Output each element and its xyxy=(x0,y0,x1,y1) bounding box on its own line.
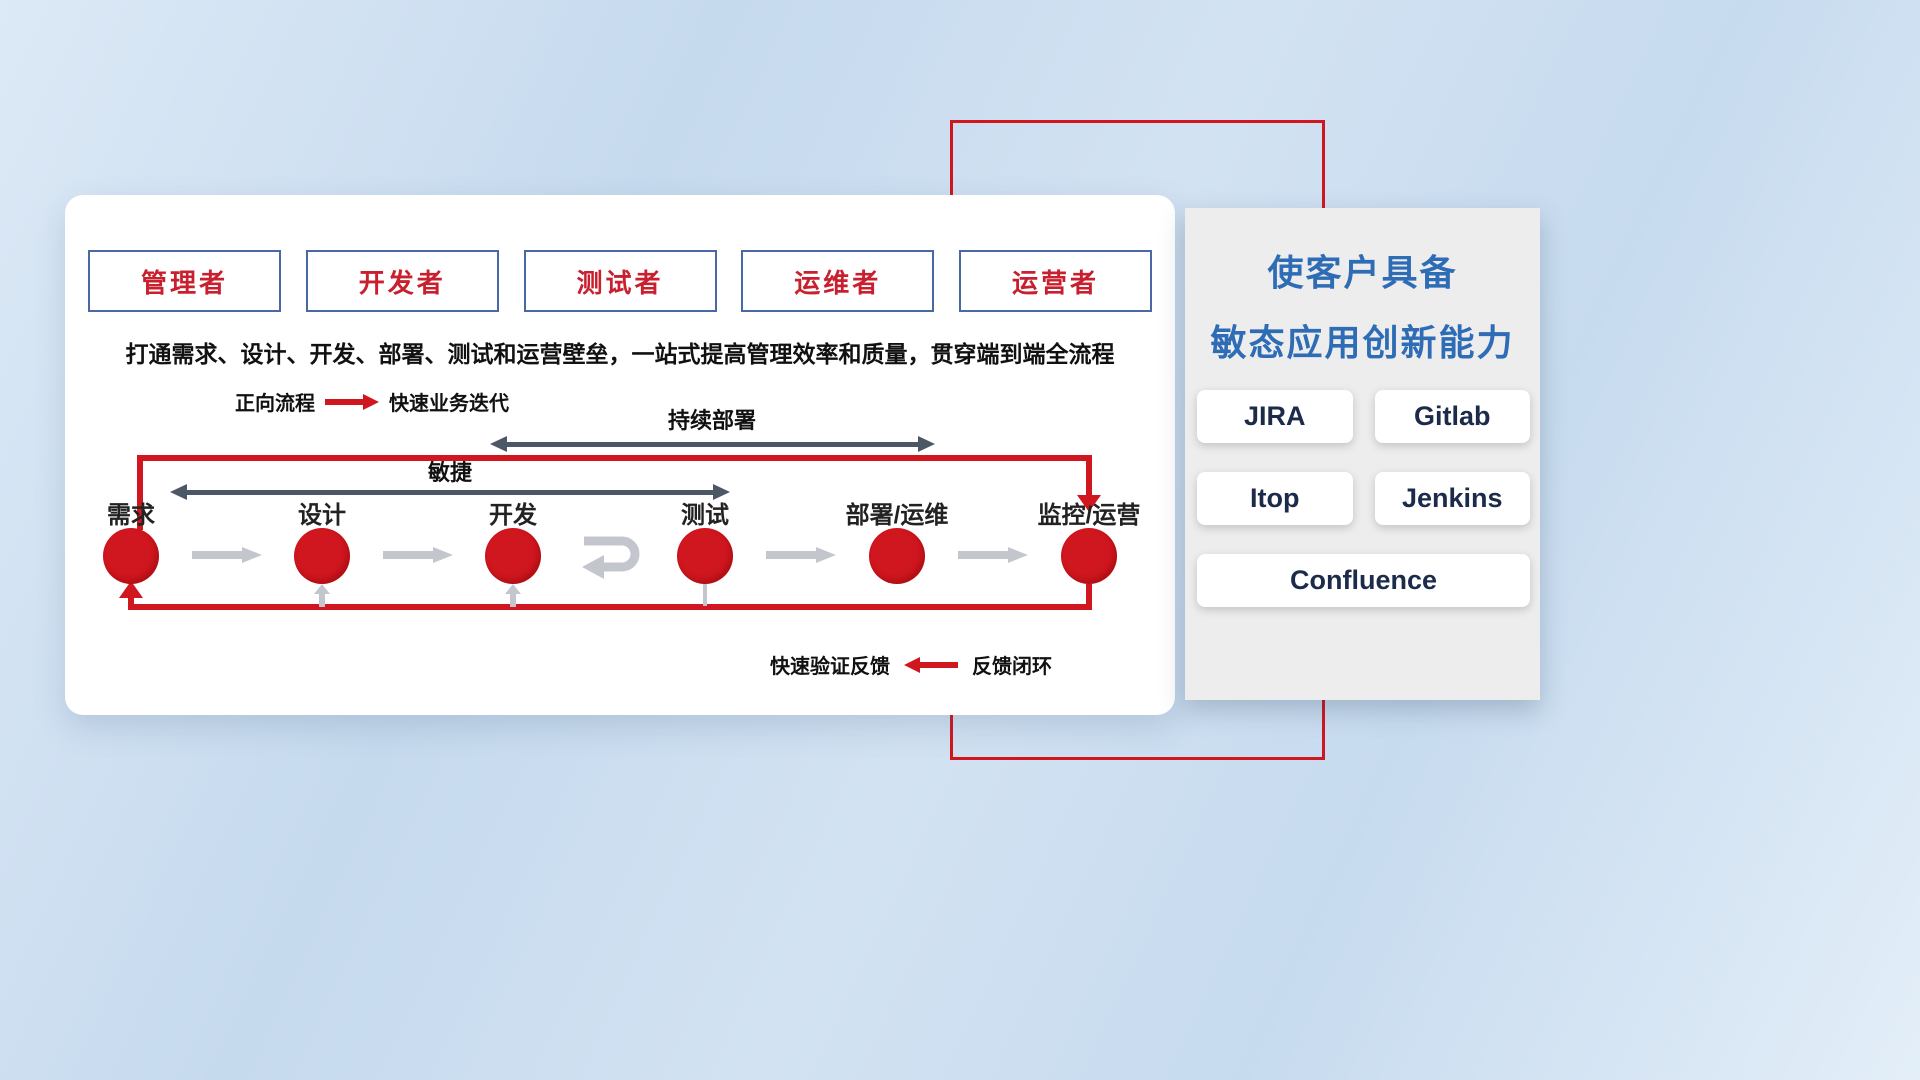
card-description: 打通需求、设计、开发、部署、测试和运营壁垒，一站式提高管理效率和质量，贯穿端到端… xyxy=(125,341,1115,367)
role-box-ops: 运维者 xyxy=(741,250,935,312)
stage-label-develop: 开发 xyxy=(489,502,537,529)
feedback-legend: 快速验证反馈 反馈闭环 xyxy=(770,650,1052,679)
role-box-manager: 管理者 xyxy=(88,250,281,312)
role-box-tester: 测试者 xyxy=(523,250,717,312)
panel-title-line2: 敏态应用创新能力 xyxy=(1210,322,1515,363)
tool-jenkins: Jenkins xyxy=(1374,472,1530,525)
flow-arrow-icon xyxy=(958,547,1028,563)
forward-legend-text: 快速业务迭代 xyxy=(389,393,509,415)
flow-arrow-icon xyxy=(192,547,262,563)
continuous-deploy-label: 持续部署 xyxy=(667,408,757,433)
stage-label-requirements: 需求 xyxy=(107,502,155,529)
agile-label: 敏捷 xyxy=(427,460,473,485)
workflow-card: 管理者 开发者 测试者 运维者 运营者 打通需求、设计、开发、部署、测试和运营壁… xyxy=(65,195,1175,715)
forward-loop-line-right xyxy=(1086,455,1092,497)
role-label: 测试者 xyxy=(576,267,664,298)
stage-label-design: 设计 xyxy=(298,502,346,529)
role-box-developer: 开发者 xyxy=(305,250,499,312)
feedback-loop-line-right xyxy=(1086,584,1092,610)
role-label: 运维者 xyxy=(794,267,882,298)
role-box-row: 管理者 开发者 测试者 运维者 运营者 xyxy=(88,250,1152,312)
agile-arrow-icon xyxy=(170,483,730,501)
arrow-bar xyxy=(183,490,717,495)
stage-label-test: 测试 xyxy=(681,502,729,529)
tool-jira: JIRA xyxy=(1197,390,1353,443)
stage-node-design xyxy=(294,528,350,584)
iteration-uturn-arrow-icon xyxy=(582,536,640,579)
tool-gitlab: Gitlab xyxy=(1374,390,1530,443)
role-label: 管理者 xyxy=(140,267,228,298)
feedback-up-arrow-icon xyxy=(505,584,521,607)
forward-legend-label: 正向流程 xyxy=(235,393,315,415)
feedback-legend-label: 快速验证反馈 xyxy=(770,656,890,678)
role-box-operator: 运营者 xyxy=(959,250,1152,312)
feedback-up-arrow-icon xyxy=(314,584,330,607)
capability-panel: 使客户具备 敏态应用创新能力 JIRA Gitlab Itop Jenkins … xyxy=(1185,208,1540,700)
stage-label-monitor-op: 监控/运营 xyxy=(1037,502,1141,529)
forward-arrow-icon xyxy=(325,393,379,410)
role-label: 运营者 xyxy=(1011,267,1099,298)
stage-node-requirements xyxy=(103,528,159,584)
stage-node-deploy-ops xyxy=(869,528,925,584)
feedback-loop-arrowhead-icon xyxy=(119,581,143,598)
forward-loop-line-top xyxy=(137,455,1092,461)
arrow-bar xyxy=(503,442,922,447)
forward-loop-line-left xyxy=(137,455,143,530)
role-label: 开发者 xyxy=(358,267,446,298)
feedback-connector-line xyxy=(703,584,707,606)
stage-node-monitor-op xyxy=(1061,528,1117,584)
tool-grid: JIRA Gitlab Itop Jenkins Confluence xyxy=(1197,390,1530,607)
panel-title-line1: 使客户具备 xyxy=(1267,252,1458,293)
forward-loop-arrowhead-icon xyxy=(1077,495,1101,512)
stage-label-deploy-ops: 部署/运维 xyxy=(845,502,949,529)
tool-itop: Itop xyxy=(1197,472,1353,525)
stage-node-develop xyxy=(485,528,541,584)
feedback-arrow-icon xyxy=(904,656,958,673)
flow-arrow-icon xyxy=(766,547,836,563)
feedback-loop-line-left xyxy=(128,596,134,606)
feedback-legend-text: 反馈闭环 xyxy=(972,656,1052,678)
feedback-loop-line-bottom xyxy=(128,604,1092,610)
stage-node-test xyxy=(677,528,733,584)
tool-confluence: Confluence xyxy=(1197,554,1530,607)
forward-flow-legend: 正向流程 快速业务迭代 xyxy=(235,387,509,416)
continuous-deploy-arrow-icon xyxy=(490,435,935,453)
flow-arrow-icon xyxy=(383,547,453,563)
